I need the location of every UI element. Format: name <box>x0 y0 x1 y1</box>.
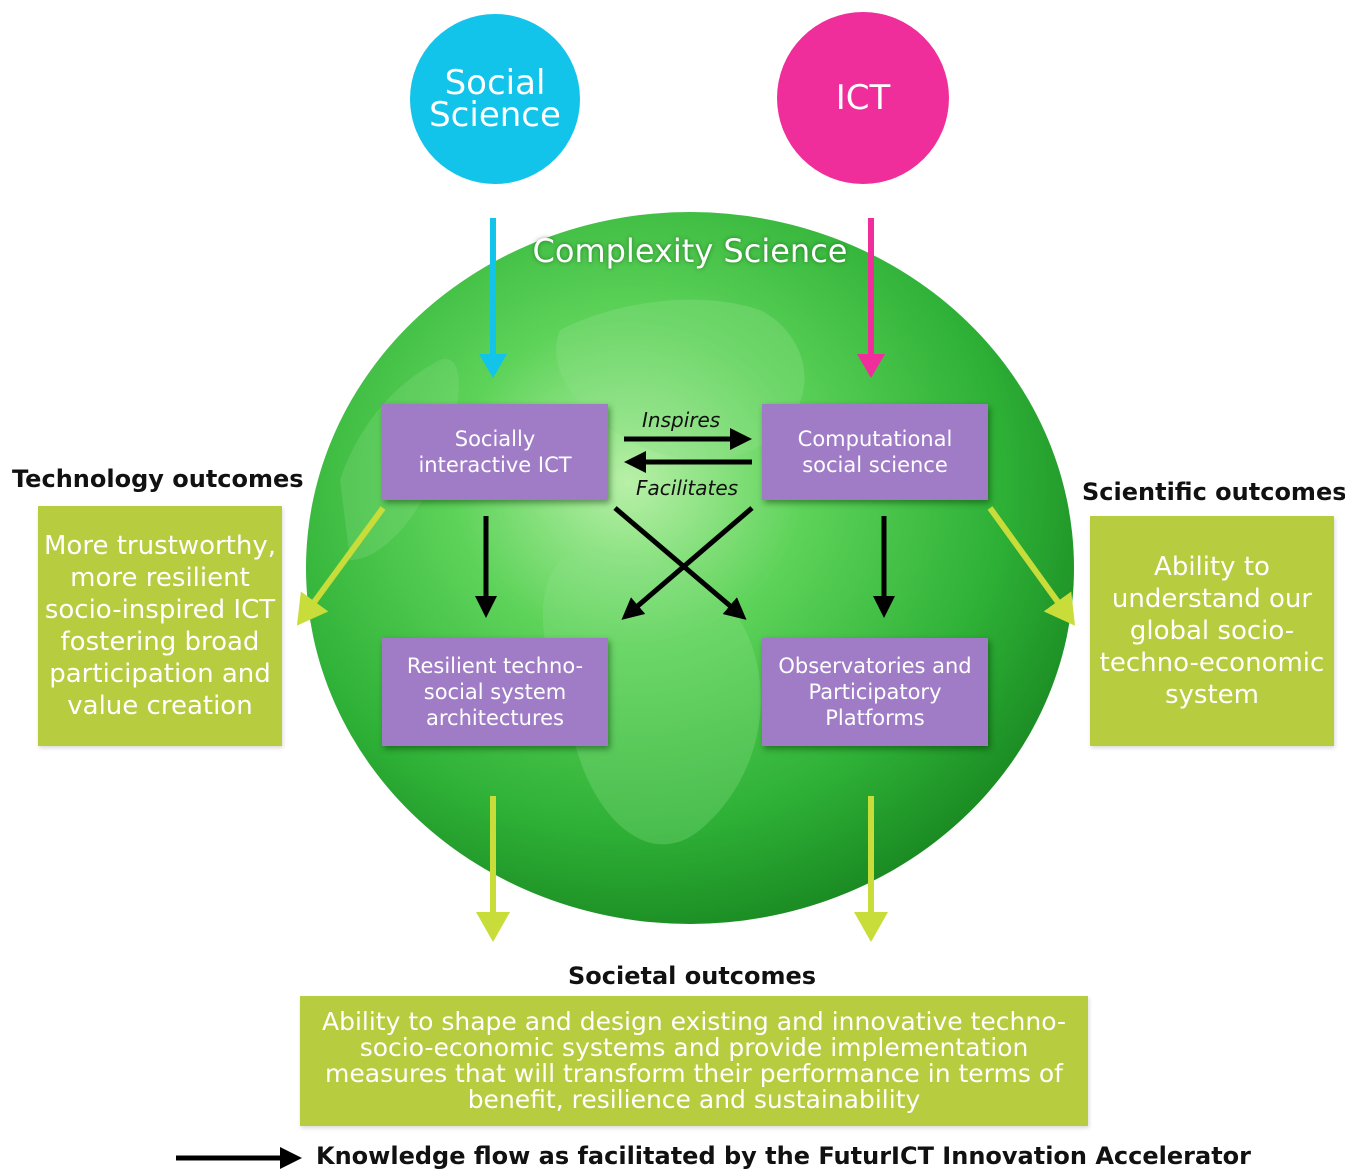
societal-outcomes-box: Ability to shape and design existing and… <box>300 996 1088 1126</box>
continent-shape <box>556 299 805 460</box>
arrow-sict-to-observatories <box>613 506 747 620</box>
legend-text: Knowledge flow as facilitated by the Fut… <box>316 1142 1251 1170</box>
ict-circle: ICT <box>777 12 949 184</box>
social-science-label: Social Science <box>429 63 561 135</box>
societal-outcomes-text: Ability to shape and design existing and… <box>321 1007 1067 1114</box>
societal-outcomes-heading: Societal outcomes <box>568 962 817 990</box>
computational-social-science-box: Computational social science <box>762 404 988 500</box>
observatories-box: Observatories and Participatory Platform… <box>762 638 988 746</box>
computational-social-science-label: Computational social science <box>797 427 953 477</box>
arrow-to-technology-outcomes <box>296 506 386 626</box>
facilitates-label: Facilitates <box>636 476 739 500</box>
scientific-outcomes-text: Ability to understand our global socio- … <box>1099 552 1325 710</box>
scientific-outcomes-box: Ability to understand our global socio- … <box>1090 516 1334 746</box>
complexity-science-title: Complexity Science <box>532 232 848 270</box>
arrow-to-scientific-outcomes <box>987 506 1076 626</box>
socially-interactive-ict-label: Socially interactive ICT <box>418 427 572 477</box>
inspires-label: Inspires <box>642 408 721 432</box>
globe <box>306 212 1074 924</box>
scientific-outcomes-heading: Scientific outcomes <box>1082 478 1345 506</box>
observatories-label: Observatories and Participatory Platform… <box>778 654 972 730</box>
technology-outcomes-text: More trustworthy, more resilient socio-i… <box>43 531 276 721</box>
social-science-circle: Social Science <box>410 14 580 184</box>
resilient-architectures-box: Resilient techno- social system architec… <box>382 638 608 746</box>
technology-outcomes-box: More trustworthy, more resilient socio-i… <box>38 506 282 746</box>
resilient-architectures-label: Resilient techno- social system architec… <box>406 654 584 730</box>
technology-outcomes-heading: Technology outcomes <box>12 465 304 493</box>
socially-interactive-ict-box: Socially interactive ICT <box>382 404 608 500</box>
ict-label: ICT <box>835 78 891 118</box>
arrow-css-to-resilient <box>621 506 754 620</box>
continent-shape <box>542 552 761 845</box>
